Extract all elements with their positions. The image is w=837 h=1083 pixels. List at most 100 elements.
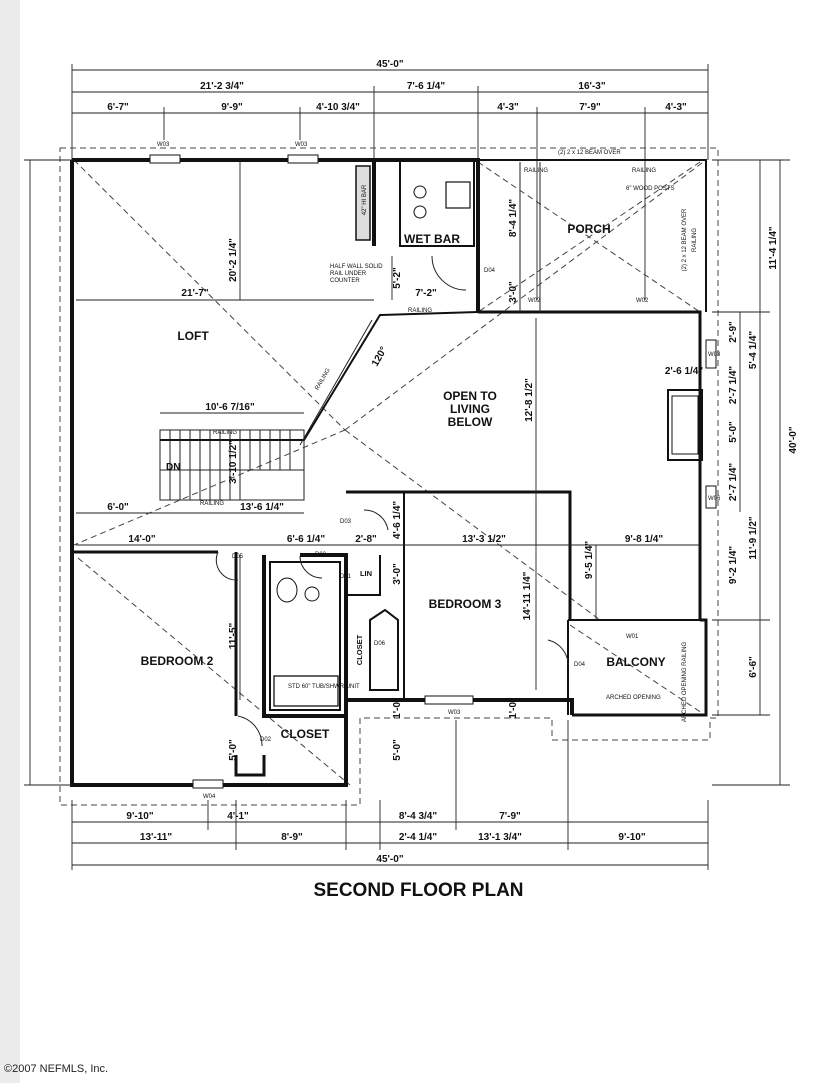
note-railing-1: RAILING [408, 308, 432, 314]
right-dim-b: 2'-9" [728, 321, 739, 343]
note-arched-opening: ARCHED OPENING [606, 695, 661, 701]
note-railing-4: RAILING [524, 168, 548, 174]
room-lin: LIN [360, 569, 372, 578]
note-angle: 120° [370, 345, 390, 368]
window-tag-w04: W04 [203, 794, 216, 800]
scan-edge [0, 0, 20, 1083]
right-dim-d: 2'-7 1/4" [728, 366, 739, 405]
dim-porch-3: 3'-0" [508, 281, 519, 303]
window-tag-w02b: W02 [636, 298, 649, 304]
room-wet-bar: WET BAR [404, 232, 460, 246]
dim-fireplace: 2'-6 1/4" [665, 366, 704, 377]
copyright-text: ©2007 NEFMLS, Inc. [4, 1063, 109, 1075]
right-dim-h: 9'-2 1/4" [728, 546, 739, 585]
room-open-to-3: BELOW [448, 415, 493, 429]
room-bedroom-3: BEDROOM 3 [429, 597, 502, 611]
right-dim-a: 11'-4 1/4" [768, 226, 779, 270]
note-beam-over: (2) 2 x 12 BEAM OVER [558, 150, 621, 156]
dim-left-6: 6'-0" [107, 502, 129, 513]
left-dimensions [24, 159, 72, 786]
dim-r-95: 9'-5 1/4" [584, 541, 595, 580]
stair-treads [169, 430, 291, 500]
room-open-to-1: OPEN TO [443, 389, 497, 403]
right-dim-i: 6'-6" [748, 656, 759, 678]
bottom-dim-b: 4'-1" [227, 811, 249, 822]
window-tags: W03 W03 W02 W02 W03 W06 W01 W03 W04 [157, 142, 721, 800]
inner-dimension-labels: 20'-2 1/4" 21'-7" 10'-6 7/16" 13'-6 1/4"… [107, 199, 703, 761]
right-dim-g: 11'-9 1/2" [748, 516, 759, 560]
window-tag-w01: W01 [626, 634, 639, 640]
top-dim-c: 16'-3" [578, 81, 605, 92]
bottom-dim-g: 2'-4 1/4" [399, 832, 438, 843]
dim-open-h: 12'-8 1/2" [524, 378, 535, 422]
bottom-overall-dim: 45'-0" [376, 854, 403, 865]
note-railing-7: RAILING [315, 367, 332, 391]
door-tag-d01: D01 [340, 574, 352, 580]
dim-bath-w: 6'-6 1/4" [287, 534, 326, 545]
dim-stair: 10'-6 7/16" [205, 402, 255, 413]
dim-closet-5: 5'-0" [228, 739, 239, 761]
roof-outline [59, 147, 719, 806]
top-dim-b: 7'-6 1/4" [407, 81, 446, 92]
dim-lin-3: 3'-0" [392, 563, 403, 585]
window-tag-w02a: W02 [528, 298, 541, 304]
top-overall-dim: 45'-0" [376, 59, 403, 70]
room-open-to-2: LIVING [450, 402, 490, 416]
note-half-wall-2: RAIL UNDER [330, 271, 367, 277]
note-railing-5: RAILING [632, 168, 656, 174]
door-tag-d04b: D04 [574, 662, 586, 668]
bottom-dim-e: 13'-11" [140, 832, 172, 843]
door-tag-d06: D06 [374, 641, 386, 647]
dim-stair-run: 13'-6 1/4" [240, 502, 284, 513]
dim-lin-4: 4'-6 1/4" [392, 501, 403, 540]
top-dim-d: 6'-7" [107, 102, 129, 113]
right-dim-e: 5'-0" [728, 421, 739, 443]
bottom-dim-d: 7'-9" [499, 811, 521, 822]
door-tag-d02b: D02 [260, 737, 272, 743]
top-dim-f: 4'-10 3/4" [316, 102, 360, 113]
door-tags: D03 D05 D02 D01 D06 D02 D04 D04 [232, 268, 586, 743]
bottom-dim-h: 13'-1 3/4" [478, 832, 522, 843]
window-tag-w03a: W03 [157, 142, 170, 148]
dim-porch-h: 8'-4 1/4" [508, 199, 519, 238]
door-tag-d03: D03 [340, 519, 352, 525]
plan-title: SECOND FLOOR PLAN [313, 880, 524, 901]
window-tag-w03b: W03 [295, 142, 308, 148]
dim-bar-7: 7'-2" [415, 288, 437, 299]
right-dim-f: 2'-7 1/4" [728, 463, 739, 502]
bottom-dim-c: 8'-4 3/4" [399, 811, 438, 822]
door-tag-d04a: D04 [484, 268, 496, 274]
note-railing-3: RAILING [200, 501, 224, 507]
dim-b3-h: 14'-11 1/4" [522, 571, 533, 620]
dim-stair-h: 3'-10 1/2" [228, 440, 239, 484]
room-porch: PORCH [567, 222, 610, 236]
walls [70, 154, 717, 789]
top-dim-a: 21'-2 3/4" [200, 81, 244, 92]
dim-b2-115: 11'-5" [228, 622, 239, 649]
note-dn: DN [166, 462, 180, 473]
door-tag-d02a: D02 [315, 552, 327, 558]
bottom-dimensions: 9'-10" 4'-1" 8'-4 3/4" 7'-9" 13'-11" 8'-… [71, 720, 709, 870]
right-dimensions: 11'-4 1/4" 2'-9" 5'-4 1/4" 2'-7 1/4" 5'-… [712, 159, 799, 786]
note-wood-posts: 6" WOOD POSTS [626, 186, 674, 192]
diagonals [73, 159, 707, 786]
dim-c1: 1'-0" [392, 697, 403, 719]
dim-loft-w: 21'-7" [181, 288, 208, 299]
dim-left-14: 14'-0" [128, 534, 155, 545]
bottom-dim-a: 9'-10" [126, 811, 153, 822]
note-bar: 42" HI BAR [362, 184, 368, 215]
room-closet-small: CLOSET [355, 634, 364, 665]
room-bedroom-2: BEDROOM 2 [141, 654, 214, 668]
door-tag-d05: D05 [232, 554, 244, 560]
room-loft: LOFT [177, 329, 209, 343]
dim-c1b: 1'-0" [508, 697, 519, 719]
dim-bar-5: 5'-2" [392, 267, 403, 289]
top-dimensions: 45'-0" 21'-2 3/4" 7'-6 1/4" 16'-3" 6'-7"… [71, 59, 709, 300]
room-labels: LOFT WET BAR PORCH OPEN TO LIVING BELOW … [141, 222, 666, 741]
dim-loft-h: 20'-2 1/4" [228, 238, 239, 282]
bottom-dim-i: 9'-10" [618, 832, 645, 843]
top-dim-g: 4'-3" [497, 102, 519, 113]
note-arched-opening-railing: ARCHED OPENING RAILING [682, 642, 688, 723]
room-closet: CLOSET [281, 727, 330, 741]
